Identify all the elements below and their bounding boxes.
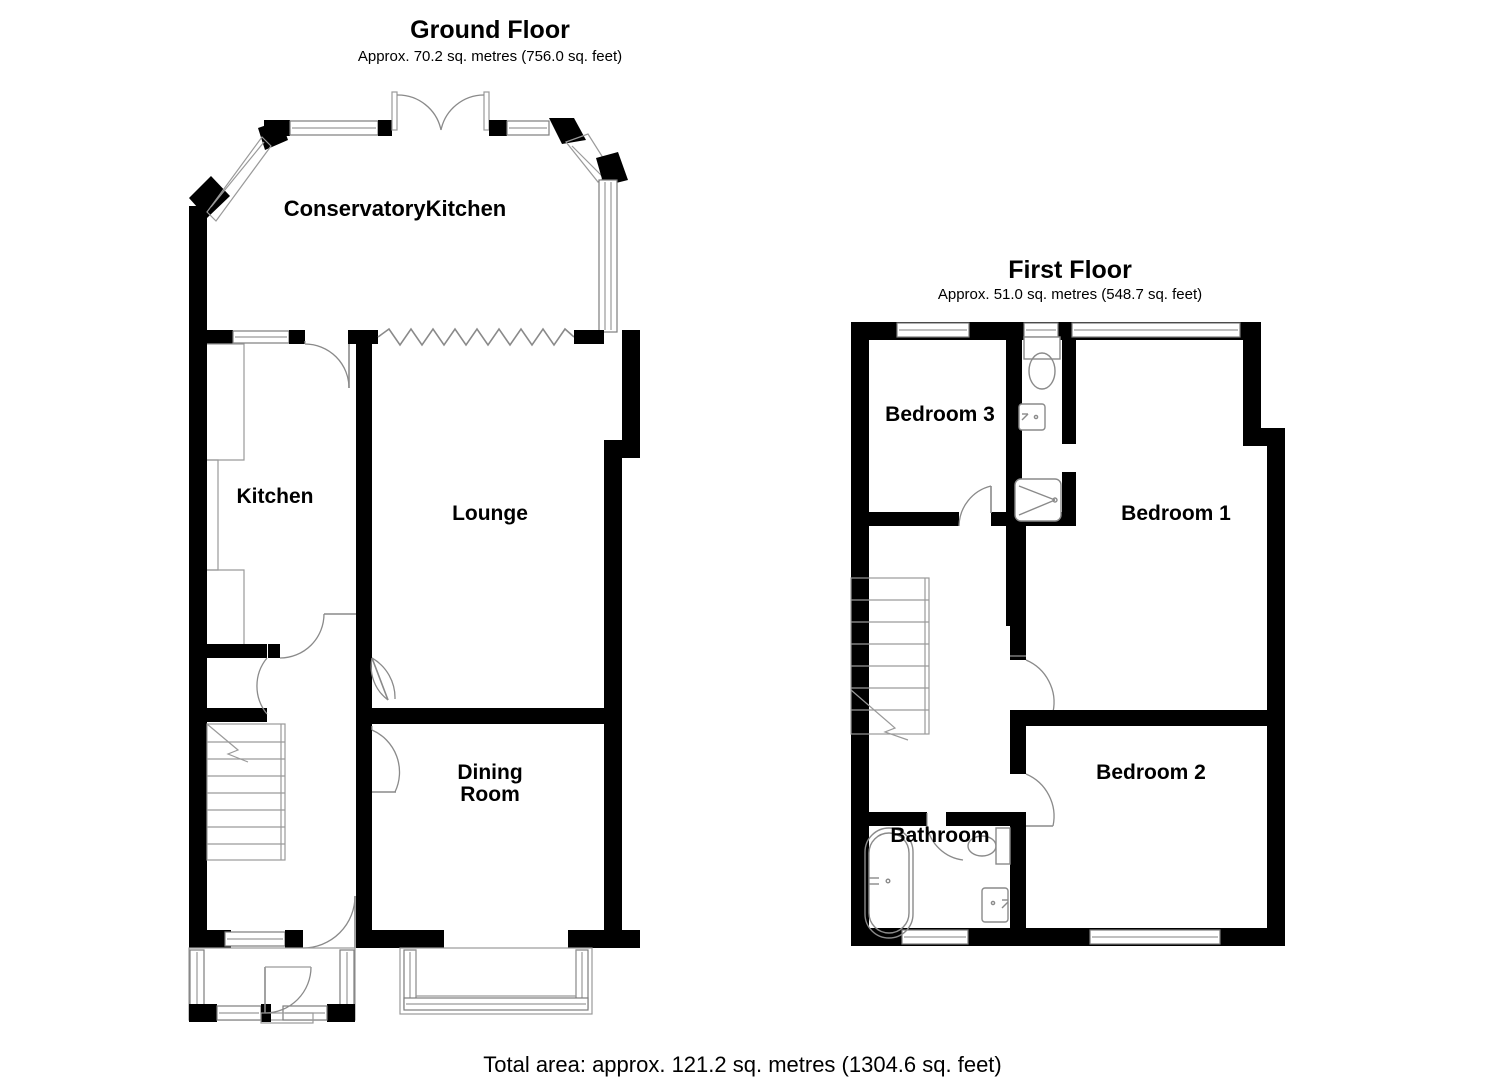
room-label-bathroom: Bathroom [890,824,990,847]
bathroom-door [926,813,964,861]
room-label-kitchen: Kitchen [236,485,314,508]
ground-top-window-right [489,118,586,144]
room-label-conservatory-kitchen: ConservatoryKitchen [283,196,507,221]
total-area-text: Total area: approx. 121.2 sq. metres (13… [483,1052,1002,1077]
first-top-windows [896,322,1241,338]
ground-floor-plan [188,91,640,1024]
ground-floor-title: Ground Floor [410,16,570,44]
kitchen-units [207,343,245,649]
ground-hall-walls [207,613,396,722]
ground-top-window-left [264,120,392,136]
ground-porch [188,895,356,1024]
bedroom3-door [958,485,992,527]
conservatory-bay-walls [189,120,288,252]
ground-interior-divider [207,327,604,389]
room-label-bedroom-2: Bedroom 2 [1096,761,1206,784]
room-label-dining-room: Dining Room [457,761,523,807]
first-floor-title: First Floor [1008,256,1132,284]
room-label-bedroom-3: Bedroom 3 [885,403,995,426]
bathroom-fixtures [864,827,1011,939]
bedroom1-door [1010,655,1055,713]
first-bottom-windows [901,929,1221,945]
conservatory-right-diagonal [565,133,628,333]
bedroom2-door [1025,773,1055,827]
dining-bay-window [399,947,593,1015]
first-staircase [850,577,930,741]
room-label-lounge: Lounge [452,502,528,525]
first-floor-plan [850,322,1285,946]
wc-fixtures [1018,336,1061,431]
ground-staircase [206,723,286,861]
shower-tray [1014,478,1062,522]
ground-french-doors [391,91,490,131]
ground-floor-subtitle: Approx. 70.2 sq. metres (756.0 sq. feet) [357,48,623,65]
dining-door [371,726,401,793]
room-label-bedroom-1: Bedroom 1 [1121,502,1231,525]
first-floor-subtitle: Approx. 51.0 sq. metres (548.7 sq. feet) [937,286,1203,303]
